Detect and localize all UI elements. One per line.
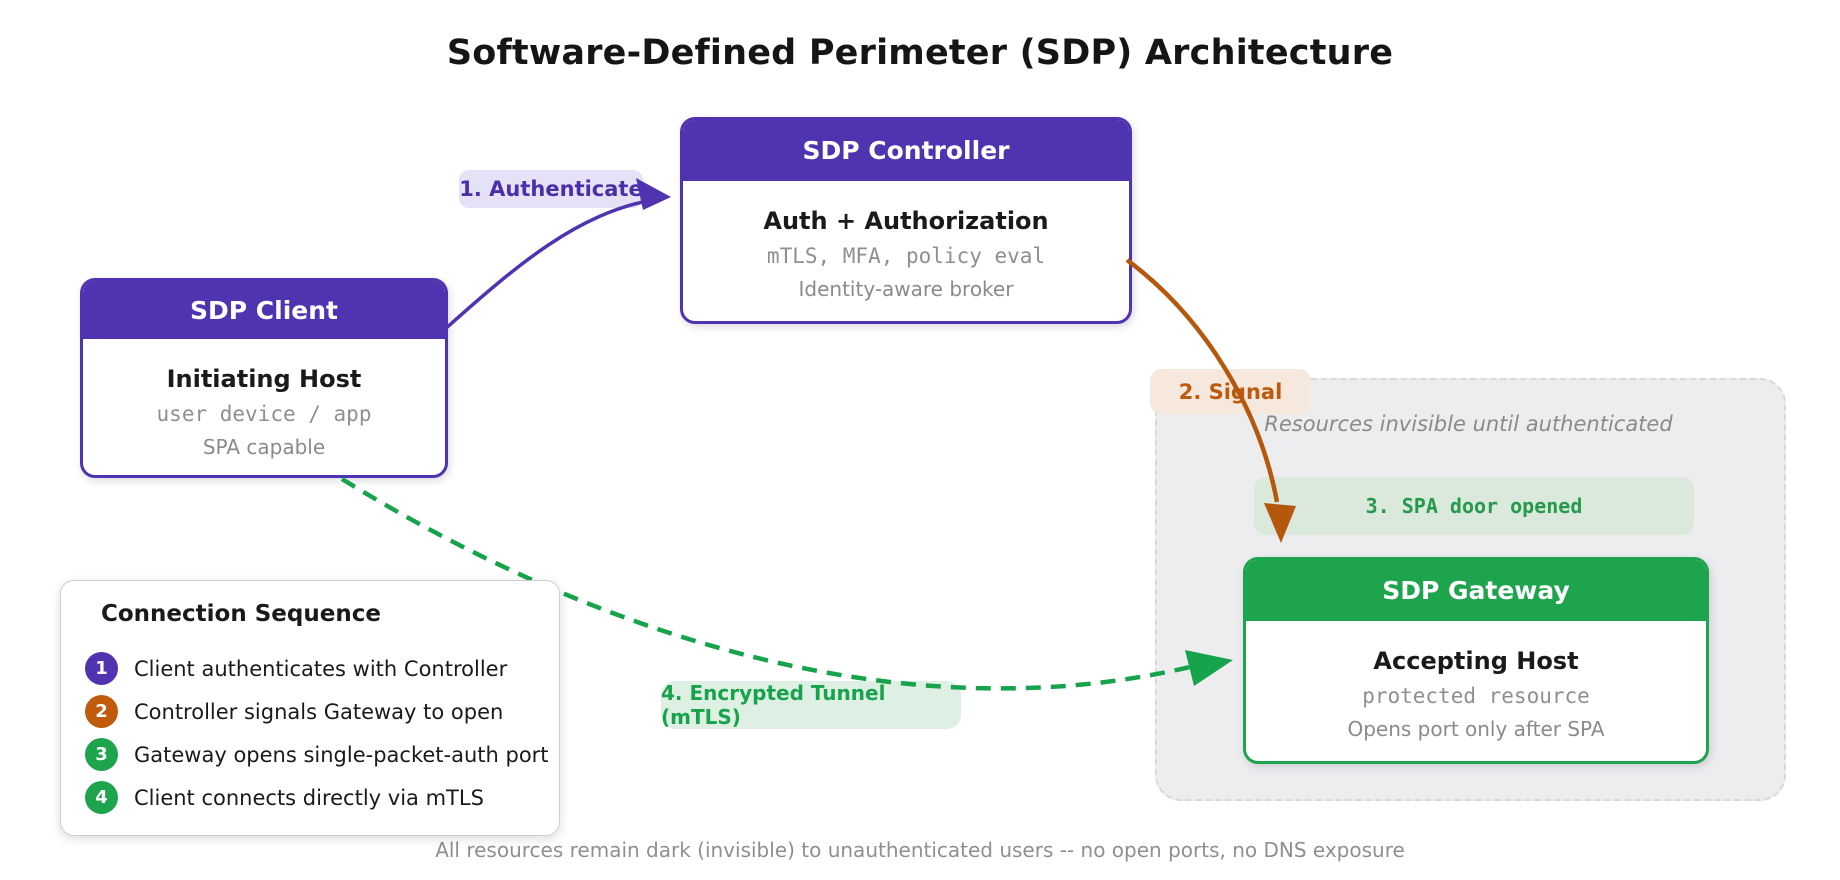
sdp-client-role: Initiating Host [166,365,362,393]
sdp-controller-detail-sub: Identity-aware broker [798,277,1014,301]
step-2-badge: 2 [85,695,118,728]
step-3-text: Gateway opens single-packet-auth port [134,742,549,767]
node-sdp-client: SDP Client Initiating Host user device /… [80,278,448,478]
edge-label-signal: 2. Signal [1150,369,1311,414]
node-sdp-controller: SDP Controller Auth + Authorization mTLS… [680,117,1132,324]
step-4-badge: 4 [85,781,118,814]
footer-caption: All resources remain dark (invisible) to… [435,838,1405,862]
spa-door-opened-label: 3. SPA door opened [1254,477,1694,535]
legend-title: Connection Sequence [101,601,381,627]
sdp-gateway-detail-mono: protected resource [1362,684,1590,708]
sdp-gateway-header: SDP Gateway [1246,560,1706,621]
sdp-controller-role: Auth + Authorization [763,207,1049,235]
legend-item: 3 Gateway opens single-packet-auth port [61,733,559,776]
sdp-controller-body: Auth + Authorization mTLS, MFA, policy e… [683,181,1129,301]
step-1-text: Client authenticates with Controller [134,656,508,681]
sdp-client-detail-mono: user device / app [156,402,372,426]
edge-label-encrypted-tunnel: 4. Encrypted Tunnel (mTLS) [661,681,961,729]
legend-item: 4 Client connects directly via mTLS [61,776,559,819]
legend-item: 1 Client authenticates with Controller [61,647,559,690]
sdp-gateway-role: Accepting Host [1373,647,1579,675]
step-2-text: Controller signals Gateway to open [134,699,504,724]
step-1-badge: 1 [85,652,118,685]
protected-zone-note: Resources invisible until authenticated [1264,412,1673,436]
page-title: Software-Defined Perimeter (SDP) Archite… [446,33,1394,73]
connection-sequence-legend: Connection Sequence 1 Client authenticat… [60,580,560,836]
node-sdp-gateway: SDP Gateway Accepting Host protected res… [1243,557,1709,764]
legend-item: 2 Controller signals Gateway to open [61,690,559,733]
legend-items: 1 Client authenticates with Controller 2… [61,647,559,819]
sdp-controller-header: SDP Controller [683,120,1129,181]
sdp-gateway-detail-sub: Opens port only after SPA [1347,717,1605,741]
sdp-client-detail-sub: SPA capable [202,435,326,459]
sdp-gateway-body: Accepting Host protected resource Opens … [1246,621,1706,741]
step-3-badge: 3 [85,738,118,771]
edge-label-authenticate: 1. Authenticate [459,170,643,208]
sdp-client-header: SDP Client [83,281,445,339]
sdp-controller-detail-mono: mTLS, MFA, policy eval [766,244,1046,268]
sdp-client-body: Initiating Host user device / app SPA ca… [83,339,445,459]
step-4-text: Client connects directly via mTLS [134,785,484,810]
